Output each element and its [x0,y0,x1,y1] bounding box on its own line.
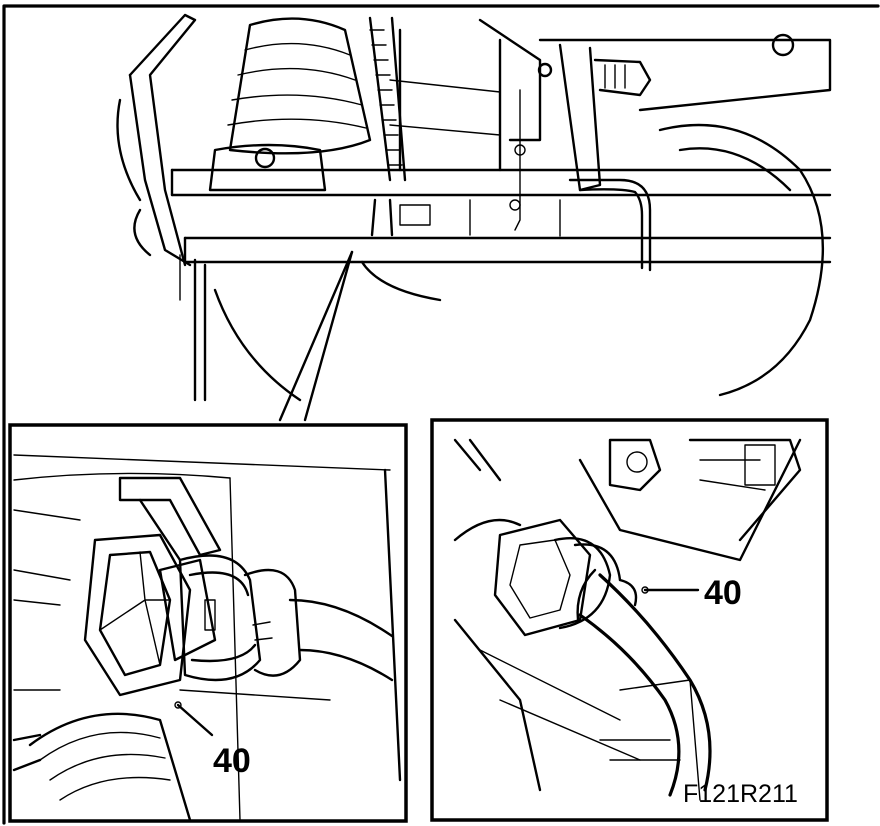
detail-inset-right [430,418,829,822]
callout-label-right: 40 [704,574,742,612]
detail-right-illustration [453,438,802,801]
detail-inset-left [8,423,408,823]
callout-label-left: 40 [213,742,251,780]
overview-illustration [2,4,880,825]
detail-left-illustration [12,454,402,822]
figure-code: F121R211 [683,780,798,808]
